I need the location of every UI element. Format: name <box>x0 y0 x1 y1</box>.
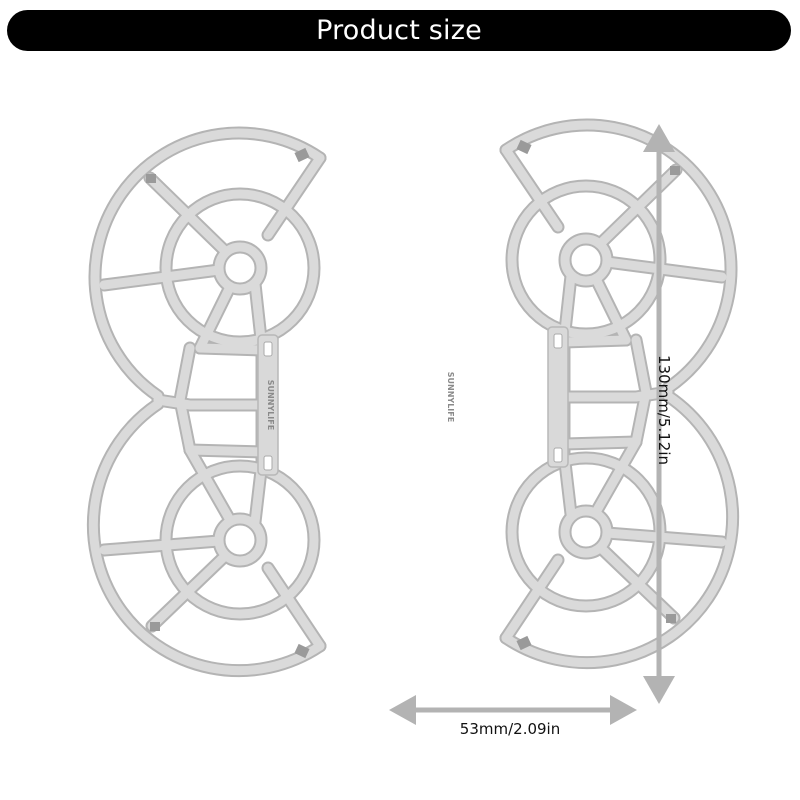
right-propeller-guard <box>506 125 733 663</box>
height-dimension-label: 130mm/5.12in <box>655 355 673 465</box>
page-title: Product size <box>316 15 482 46</box>
brand-mark-left: SUNNYLIFE <box>266 380 275 430</box>
left-propeller-guard: SUNNYLIFE <box>93 133 320 671</box>
brand-mark-right: SUNNYLIFE <box>446 372 455 422</box>
height-dimension-arrow <box>643 124 675 704</box>
width-dimension-arrow <box>389 695 637 725</box>
width-dimension-label: 53mm/2.09in <box>459 720 561 738</box>
title-banner: Product size <box>7 10 791 51</box>
